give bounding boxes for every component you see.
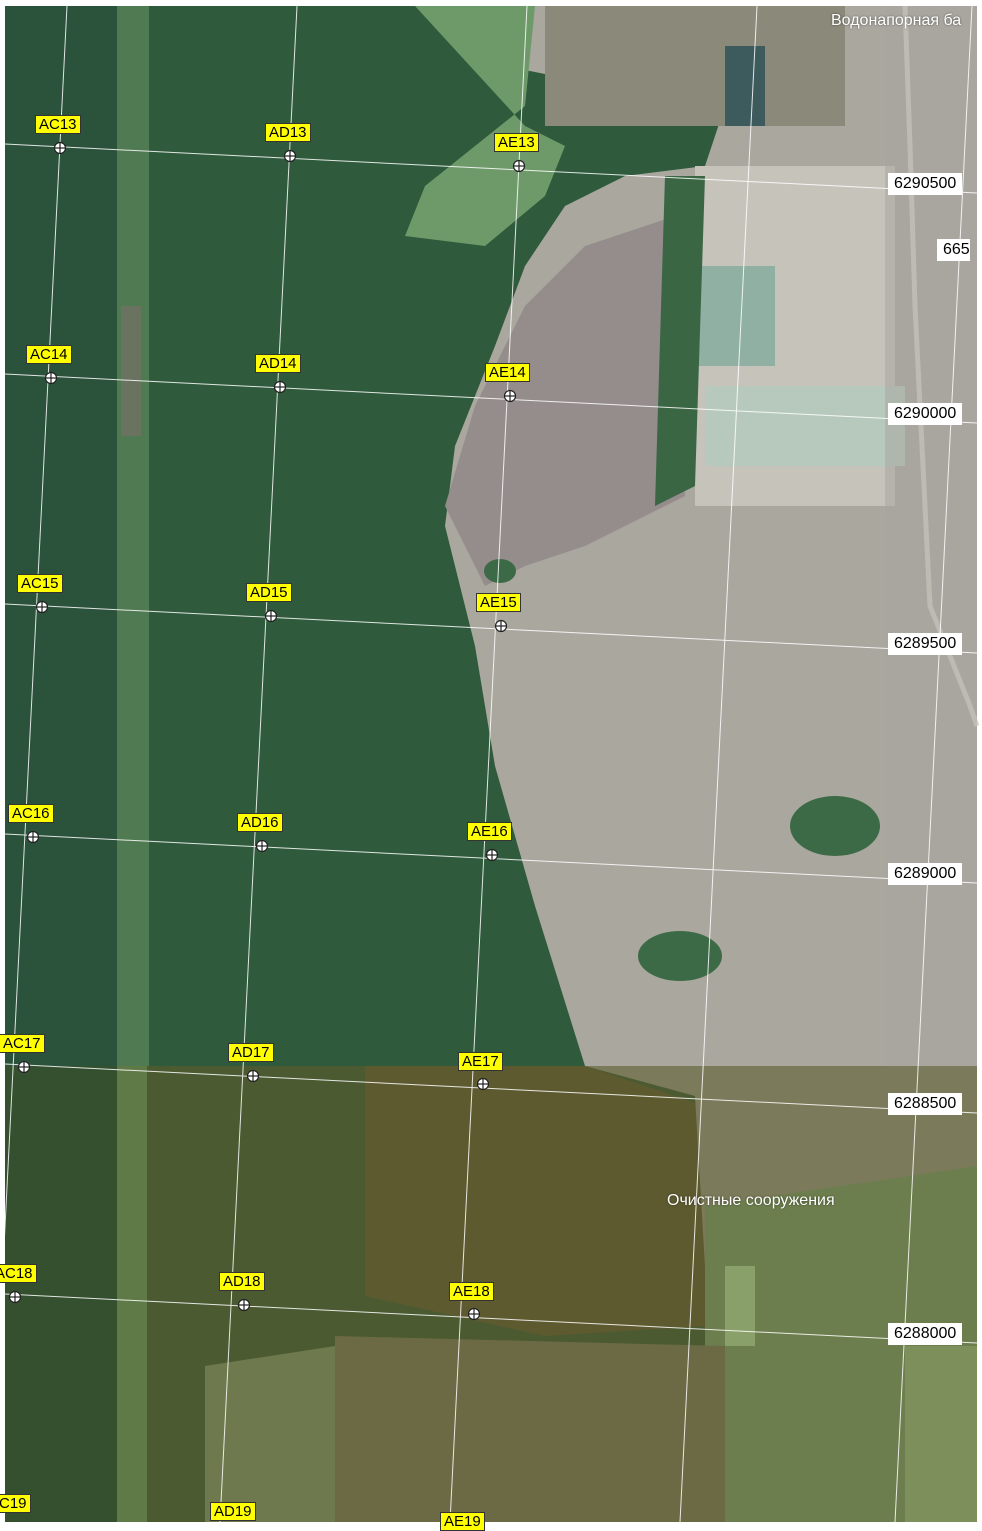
grid-marker-label[interactable]: AC15 [17, 574, 63, 593]
grid-marker-label[interactable]: AD14 [255, 354, 301, 373]
crosshair-icon [17, 1060, 31, 1074]
grid-marker-label[interactable]: AC14 [26, 345, 72, 364]
grid-marker-label[interactable]: AD17 [228, 1043, 274, 1062]
crosshair-icon [8, 1290, 22, 1304]
grid-marker-label[interactable]: C19 [0, 1494, 31, 1513]
northing-label: 6288500 [888, 1093, 963, 1115]
grid-marker-label[interactable]: AE13 [494, 133, 539, 152]
northing-label: 6289000 [888, 863, 963, 885]
grid-marker-label[interactable]: AD16 [237, 813, 283, 832]
northing-label: 6290000 [888, 403, 963, 425]
grid-marker-label[interactable]: AD18 [219, 1272, 265, 1291]
satellite-imagery [5, 5, 980, 1522]
grid-marker-label[interactable]: AC17 [0, 1034, 45, 1053]
crosshair-icon [283, 149, 297, 163]
grid-marker-label[interactable]: AE18 [449, 1282, 494, 1301]
crosshair-icon [467, 1307, 481, 1321]
grid-marker-label[interactable]: AD15 [246, 583, 292, 602]
place-label-treatment-plant: Очистные сооружения [667, 1192, 835, 1209]
crosshair-icon [237, 1298, 251, 1312]
crosshair-icon [44, 371, 58, 385]
crosshair-icon [273, 380, 287, 394]
grid-marker-label[interactable]: AE16 [467, 822, 512, 841]
crosshair-icon [485, 848, 499, 862]
grid-marker-label[interactable]: AE15 [476, 593, 521, 612]
crosshair-icon [26, 830, 40, 844]
grid-marker-label[interactable]: AE14 [485, 363, 530, 382]
coordinate-label-partial: 665 [937, 239, 970, 261]
grid-marker-label[interactable]: AE17 [458, 1052, 503, 1071]
place-label-water-tower: Водонапорная ба [831, 12, 962, 29]
crosshair-icon [255, 839, 269, 853]
crosshair-markers [8, 141, 526, 1321]
grid-marker-label[interactable]: AC13 [35, 115, 81, 134]
grid-marker-label[interactable]: AC18 [0, 1264, 37, 1283]
coordinate-grid [0, 5, 978, 1523]
crosshair-icon [246, 1069, 260, 1083]
crosshair-icon [503, 389, 517, 403]
northing-label: 6288000 [888, 1323, 963, 1345]
grid-marker-label[interactable]: AD13 [265, 123, 311, 142]
grid-marker-label[interactable]: AD19 [210, 1502, 256, 1521]
northing-label: 6289500 [888, 633, 963, 655]
crosshair-icon [476, 1077, 490, 1091]
northing-label: 6290500 [888, 173, 963, 195]
crosshair-icon [264, 609, 278, 623]
satellite-map[interactable]: Водонапорная ба Очистные сооружения 665 … [0, 5, 980, 1531]
crosshair-icon [53, 141, 67, 155]
grid-marker-label[interactable]: AC16 [8, 804, 54, 823]
crosshair-icon [35, 600, 49, 614]
crosshair-icon [494, 619, 508, 633]
crosshair-icon [512, 159, 526, 173]
